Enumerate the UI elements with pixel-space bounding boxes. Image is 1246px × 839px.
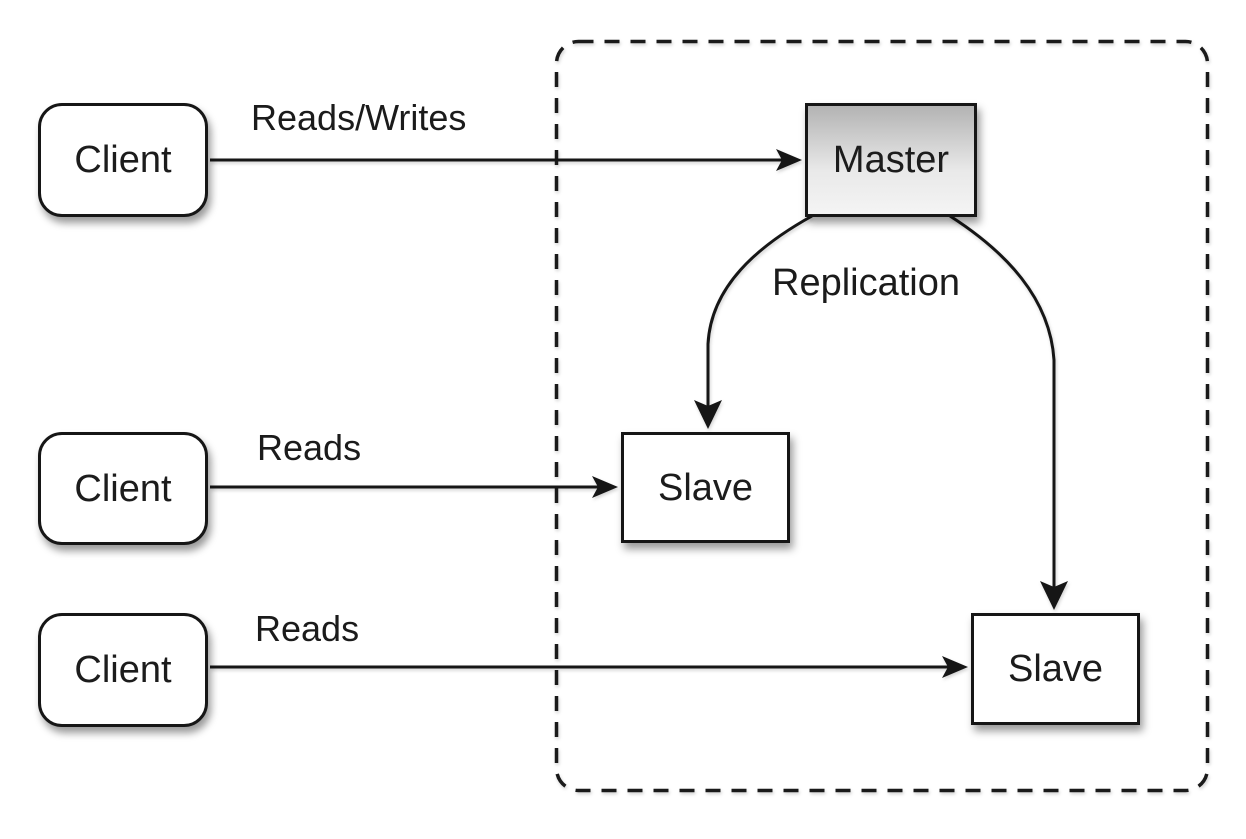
master-node-label: Master xyxy=(832,139,950,181)
arrowhead-client1-master xyxy=(776,149,802,171)
client-node-2: Client xyxy=(38,432,208,545)
edge-client3-slave2 xyxy=(210,656,968,678)
client-node-2-label: Client xyxy=(74,467,172,510)
arrowhead-client2-slave1 xyxy=(592,476,618,498)
edge-client2-slave1 xyxy=(210,476,618,498)
arrowhead-client3-slave2 xyxy=(942,656,968,678)
replication-cluster-border xyxy=(554,39,1210,793)
client-node-3-label: Client xyxy=(74,649,172,691)
edge-label-replication: Replication xyxy=(772,262,960,304)
edge-master-slave1 xyxy=(694,214,813,429)
edge-label-reads-1: Reads xyxy=(257,427,362,468)
client-node-1-label: Client xyxy=(74,139,172,181)
client-node-1: Client xyxy=(38,103,208,217)
edge-label-reads-2: Reads xyxy=(255,608,360,649)
slave-node-2: Slave xyxy=(971,613,1140,725)
arrowhead-master-slave2 xyxy=(1040,581,1068,610)
edge-label-reads-writes: Reads/Writes xyxy=(251,97,467,138)
master-node: Master xyxy=(805,103,977,217)
arrowhead-master-slave1 xyxy=(694,400,722,429)
slave-node-1: Slave xyxy=(621,432,790,543)
slave-node-2-label: Slave xyxy=(1007,648,1104,690)
client-node-3: Client xyxy=(38,613,208,727)
edge-client1-master xyxy=(210,149,802,171)
edge-master-slave2 xyxy=(949,214,1068,610)
slave-node-1-label: Slave xyxy=(657,466,754,509)
